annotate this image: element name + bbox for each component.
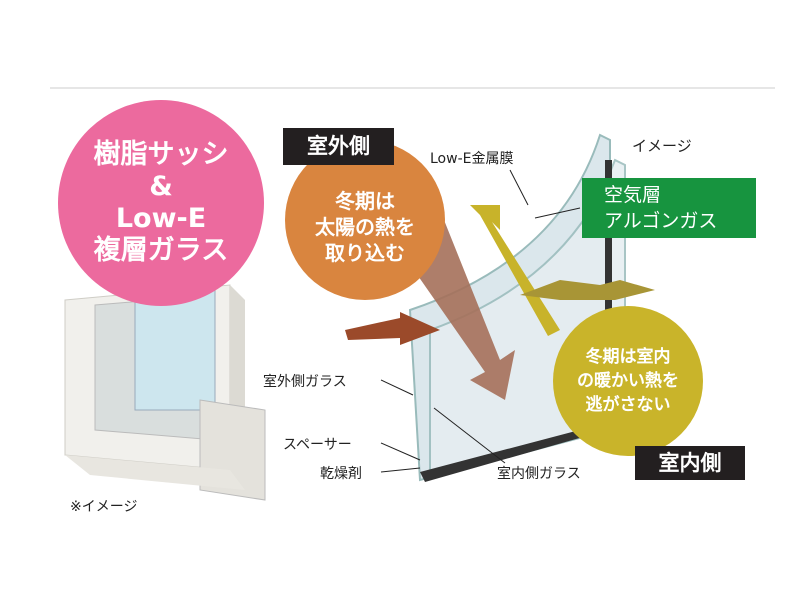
bubble-line: 逃がさない	[585, 395, 671, 415]
badge-line: 複層ガラス	[93, 235, 229, 266]
frame-note: ※イメージ	[70, 499, 138, 515]
badge-line: 樹脂サッシ	[93, 139, 229, 170]
inner-glass-label: 室内側ガラス	[497, 466, 581, 482]
heat-return-arrow	[520, 280, 655, 300]
badge-line: &	[149, 171, 173, 202]
reflect-arrow	[345, 312, 440, 345]
lowe-label: Low-E金属膜	[430, 151, 514, 167]
bubble-line: の暖かい熱を	[577, 371, 679, 391]
bubble-line: 太陽の熱を	[315, 215, 415, 239]
air-layer-box: 空気層 アルゴンガス	[582, 178, 756, 238]
air-layer-line: アルゴンガス	[604, 210, 718, 232]
orange-bubble: 冬期は 太陽の熱を 取り込む	[285, 140, 445, 300]
indoor-label: 室内側	[635, 446, 745, 480]
bubble-line: 冬期は	[335, 189, 395, 213]
escape-arrow	[470, 205, 560, 336]
image-note: イメージ	[632, 137, 692, 155]
divider	[50, 87, 775, 89]
window-frame-image	[64, 284, 266, 501]
outdoor-label: 室外側	[283, 128, 394, 165]
bubble-line: 取り込む	[325, 241, 405, 265]
product-badge: 樹脂サッシ & Low-E 複層ガラス	[58, 100, 264, 306]
spacer-label: スペーサー	[283, 437, 352, 453]
leader-lines	[380, 169, 581, 473]
bubble-line: 冬期は室内	[585, 347, 671, 367]
air-layer-line: 空気層	[604, 184, 662, 206]
outer-glass-label: 室外側ガラス	[263, 374, 347, 390]
yellow-bubble: 冬期は室内 の暖かい熱を 逃がさない	[553, 306, 703, 456]
desiccant-label: 乾燥剤	[320, 466, 362, 482]
badge-line: Low-E	[115, 203, 207, 234]
